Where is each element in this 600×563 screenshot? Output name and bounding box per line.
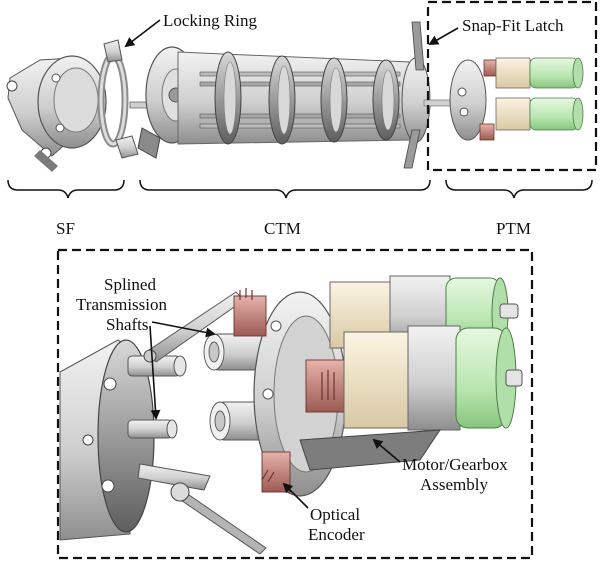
- splined-shafts-pointer-1: [151, 321, 216, 338]
- optical-encoder-pointer: [282, 482, 309, 509]
- motor-gearbox-label-line1: Motor/Gearbox: [402, 455, 508, 474]
- ptm-module: [449, 57, 584, 141]
- locking-ring-arrow: [124, 19, 161, 48]
- motor-gearbox-label-line2: Assembly: [420, 475, 489, 494]
- ptm-section-label: PTM: [496, 219, 531, 238]
- ptm-zoom-box: [426, 0, 598, 172]
- motor-gearbox-pointer: [372, 438, 401, 463]
- splined-shafts-label-line2: Transmission: [76, 295, 168, 314]
- ctm-module: [129, 21, 455, 169]
- sf-module: [6, 39, 139, 172]
- optical-encoder-label-line1: Optical: [310, 505, 360, 524]
- optical-encoder-label-line2: Encoder: [308, 525, 365, 544]
- locking-ring-label: Locking Ring: [163, 11, 257, 30]
- detail-view: [59, 275, 523, 555]
- splined-shafts-label-line1: Splined: [104, 275, 156, 294]
- splined-shafts-label-line3: Shafts: [106, 315, 149, 334]
- ctm-section-label: CTM: [264, 219, 301, 238]
- sf-section-label: SF: [56, 219, 75, 238]
- snap-fit-latch-arrow: [428, 27, 459, 45]
- section-braces: [7, 179, 593, 199]
- splined-shafts-pointer-2: [149, 325, 161, 420]
- snap-fit-latch-label: Snap-Fit Latch: [462, 16, 564, 35]
